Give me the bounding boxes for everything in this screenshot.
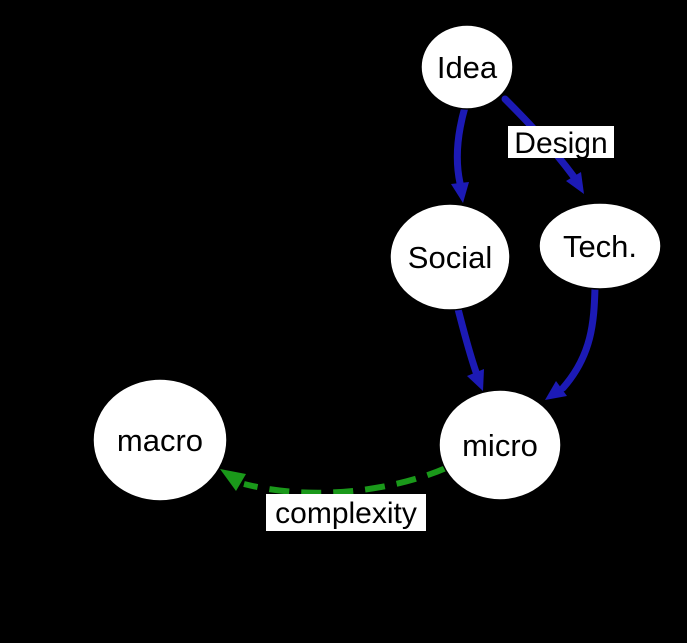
idea-node-shape (420, 24, 514, 110)
macro-node-shape (92, 378, 228, 502)
node-micro: micro (438, 389, 562, 501)
idea-node-label: Idea (437, 50, 498, 85)
node-tech: Tech. (538, 202, 662, 290)
social-node-label: Social (408, 240, 492, 275)
edge-tech-micro (545, 284, 599, 400)
edge-label-design: Design (508, 126, 614, 160)
node-macro: macro (92, 378, 228, 502)
edge-social-micro (454, 305, 484, 391)
edge-idea-social-line (453, 103, 469, 187)
edge-social-micro-arrowhead-icon (467, 369, 484, 391)
macro-node-label: macro (117, 423, 203, 458)
edge-micro-macro-line (243, 465, 448, 496)
design-label-box (508, 126, 614, 158)
micro-node-shape (438, 389, 562, 501)
edge-label-complexity: complexity (266, 494, 426, 531)
micro-node-label: micro (462, 428, 538, 463)
tech-node-shape (538, 202, 662, 290)
complexity-label-box (266, 494, 426, 531)
complexity-label-text: complexity (275, 497, 417, 530)
social-node-shape (389, 203, 511, 311)
edge-micro-macro-arrowhead-icon (220, 469, 246, 491)
edge-micro-macro (220, 465, 448, 496)
edge-idea-social-arrowhead-icon (451, 182, 469, 203)
edge-idea-social (451, 103, 469, 203)
edge-tech-micro-line (559, 284, 599, 392)
edge-social-micro-line (454, 305, 480, 376)
edge-tech-micro-arrowhead-icon (545, 381, 567, 400)
node-social: Social (389, 203, 511, 311)
tech-node-label: Tech. (563, 229, 637, 264)
node-idea: Idea (420, 24, 514, 110)
edge-idea-tech-arrowhead-icon (566, 172, 584, 194)
design-label-text: Design (514, 127, 607, 160)
